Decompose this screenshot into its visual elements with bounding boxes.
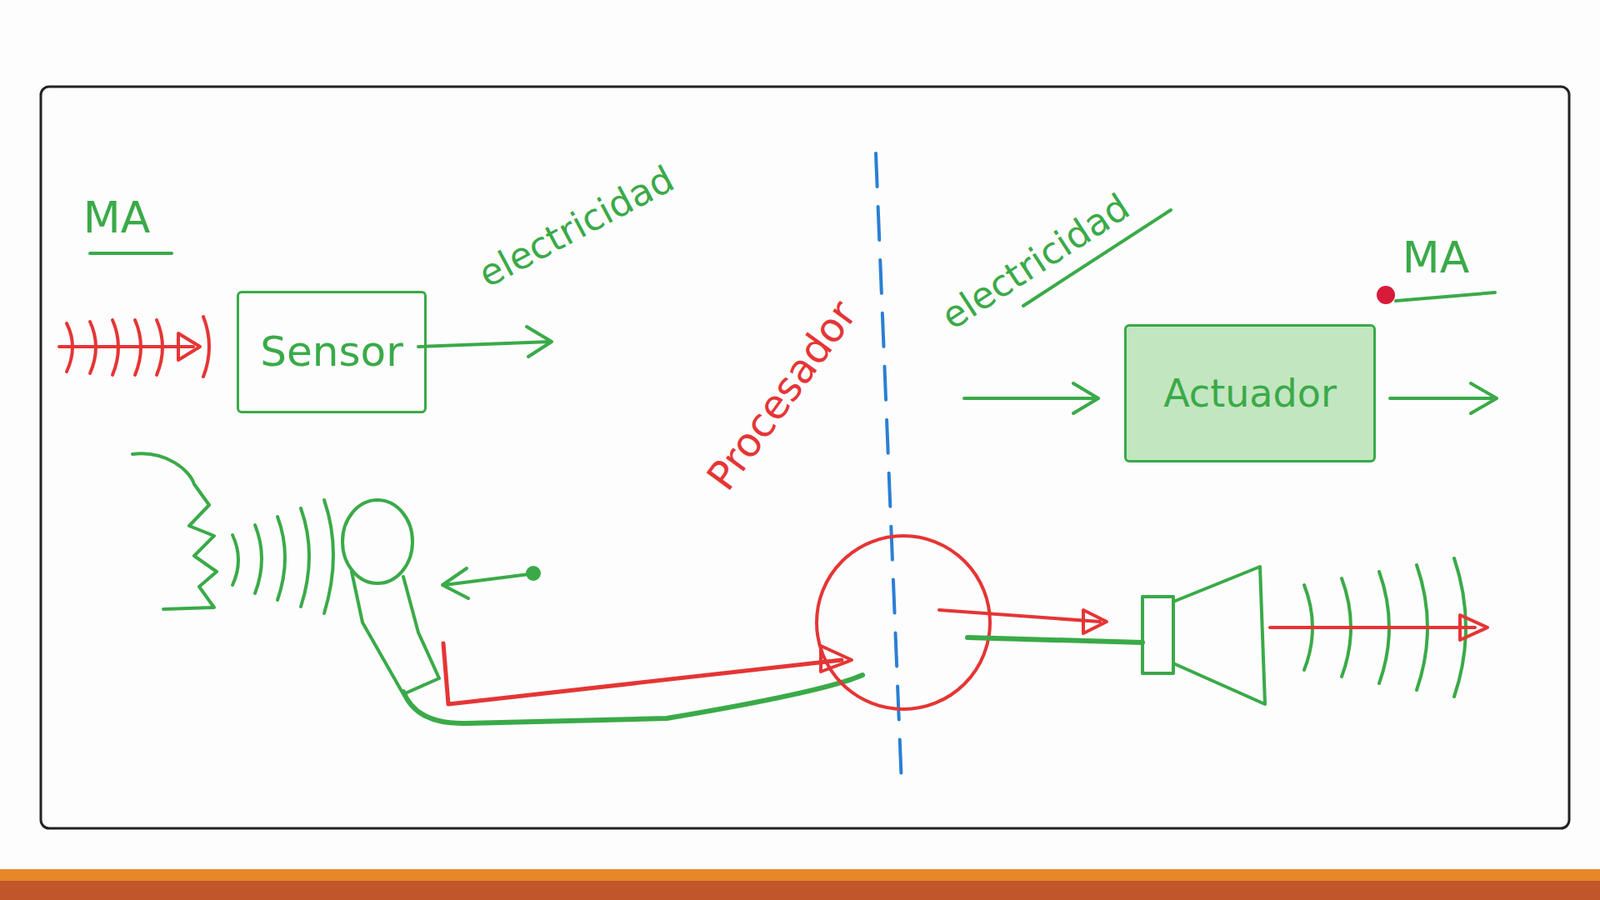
actuator-box: Actuador (1124, 324, 1376, 463)
signal-label: electricidad (935, 186, 1137, 338)
footer-bar (0, 880, 1600, 900)
speaker-wire (967, 637, 1143, 643)
face-profile (132, 453, 217, 610)
signal-wire (443, 643, 852, 705)
voice-waves (232, 500, 334, 614)
footer-stripe (0, 869, 1600, 881)
divider-line (875, 153, 902, 786)
microphone (342, 500, 440, 695)
signal-label: electricidad (472, 158, 681, 295)
sensor-box: Sensor (236, 290, 427, 414)
medium-label: MA (83, 194, 150, 242)
processor-circle (816, 535, 990, 710)
frame (40, 86, 1570, 829)
processor-label: Procesador (698, 292, 865, 498)
medium-label: MA (1402, 234, 1470, 282)
speaker (1142, 566, 1265, 705)
input-wave (59, 316, 210, 377)
red-dot (1376, 285, 1395, 305)
pointer-arrow (442, 567, 540, 599)
output-wave-arrow (1270, 615, 1488, 640)
box-label: Sensor (260, 329, 403, 375)
box-label: Actuador (1163, 372, 1337, 415)
output-signal (939, 610, 1107, 634)
